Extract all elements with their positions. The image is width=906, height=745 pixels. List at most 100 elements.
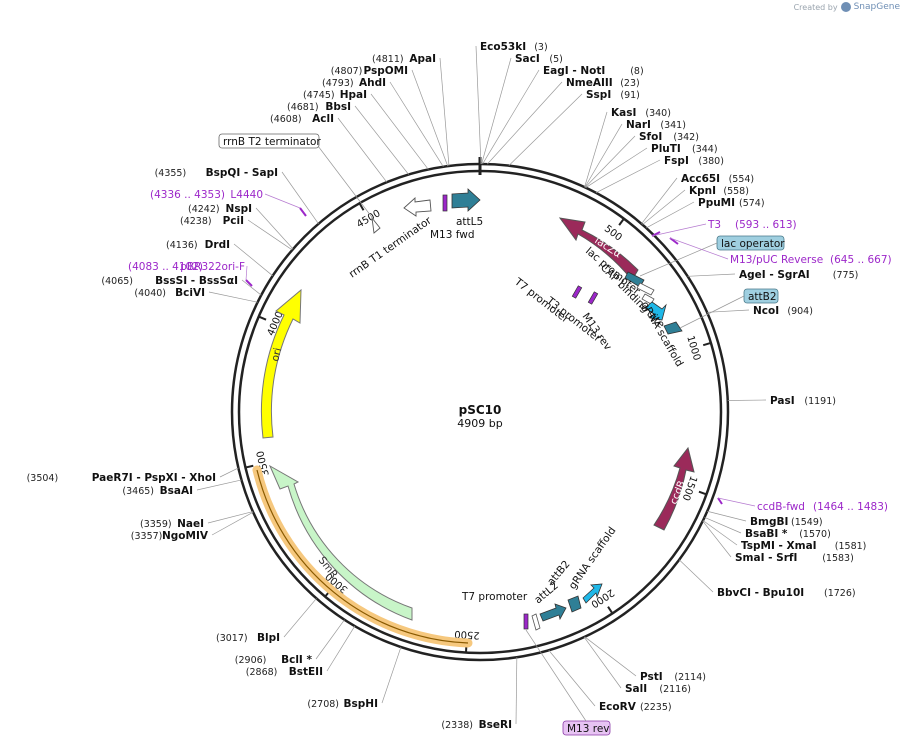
site-position: (5) [549, 54, 562, 65]
site-ncoi[interactable]: NcoI(904) [753, 305, 813, 317]
lac-operator-box[interactable]: lac operator [639, 235, 785, 277]
brand-text: SnapGene [853, 2, 900, 12]
site-bsssi[interactable]: BssSI - BssSαI(4065) [101, 275, 238, 287]
site-bcli[interactable]: BclI *(2906) [235, 654, 313, 666]
primer-t3[interactable]: T3(593 .. 613) [651, 219, 797, 237]
site-fspi[interactable]: FspI(380) [664, 155, 724, 167]
attl5-feature[interactable] [451, 188, 481, 212]
rrnb-t2-marker[interactable] [371, 216, 381, 234]
tick-label-1000: 1000 [684, 334, 702, 362]
t7-promoter-2-marker[interactable] [523, 613, 529, 630]
site-position: (1583) [822, 553, 854, 564]
site-bbvci[interactable]: BbvCI - Bpu10I(1726) [717, 587, 856, 599]
site-smai[interactable]: SmaI - SrfI (1583) [735, 552, 854, 564]
primer-name: T3 [707, 219, 721, 231]
attb2-box-label: attB2 [748, 291, 777, 303]
site-sfoi[interactable]: SfoI(342) [639, 131, 699, 143]
site-leaders [196, 45, 767, 725]
site-drdi[interactable]: DrdI(4136) [166, 239, 230, 251]
ori-feature[interactable] [260, 288, 302, 439]
site-pasi[interactable]: PasI(1191) [770, 395, 836, 407]
site-name: NcoI [753, 305, 779, 317]
site-pspomi[interactable]: PspOMI(4807) [331, 65, 408, 77]
site-position: (4745) [303, 90, 335, 101]
site-hpai[interactable]: HpaI (4745) [303, 89, 367, 101]
m13-fwd-marker[interactable] [442, 194, 448, 212]
grna-scaffold-1-feature[interactable] [644, 301, 667, 321]
site-nmeaiii[interactable]: NmeAIII(23) [566, 77, 640, 89]
site-position: (2708) [307, 699, 339, 710]
site-name: AgeI - SgrAI [739, 269, 810, 281]
site-tspmi[interactable]: TspMI - XmaI(1581) [741, 540, 866, 552]
site-position: (4807) [331, 66, 363, 77]
site-bseri[interactable]: BseRI(2338) [441, 719, 512, 731]
lac-promoter-marker[interactable] [636, 282, 655, 296]
site-bbsi[interactable]: BbsI(4681) [287, 101, 351, 113]
site-ahdi[interactable]: AhdI(4793) [322, 77, 386, 89]
site-position: (4242) [188, 204, 220, 215]
site-ngomiv[interactable]: NgoMIV(3357) [131, 530, 209, 542]
site-eagi[interactable]: EagI - NotI(8) [543, 65, 644, 77]
site-position: (4040) [134, 288, 166, 299]
smr-feature[interactable] [268, 464, 413, 621]
site-naei[interactable]: NaeI(3359) [140, 518, 204, 530]
primer-pbr322ori-f[interactable]: pBR322ori-F(4083 .. 4102) [128, 261, 253, 287]
attb2-marker[interactable] [663, 321, 683, 335]
site-agei[interactable]: AgeI - SgrAI(775) [739, 269, 858, 281]
m13-rev-box[interactable]: M13 rev [525, 629, 611, 736]
site-nari[interactable]: NarI(341) [626, 119, 686, 131]
tick-1000 [702, 342, 711, 347]
site-sali[interactable]: SalI(2116) [625, 683, 691, 695]
site-nspi[interactable]: NspI(4242) [188, 203, 252, 215]
primer-name: M13/pUC Reverse [730, 254, 823, 266]
ccdb-feature[interactable] [653, 446, 695, 531]
site-bsteii[interactable]: BstEII(2868) [246, 666, 323, 678]
site-acli[interactable]: AclI(4608) [270, 113, 334, 125]
site-name: HpaI [340, 89, 367, 101]
site-sspi[interactable]: SspI(91) [586, 89, 640, 101]
site-name: KasI [611, 107, 636, 119]
attl2-feature[interactable] [539, 603, 567, 622]
site-position: (554) [729, 174, 755, 185]
attb2-inner-feature[interactable] [567, 595, 582, 613]
site-name: BseRI [479, 719, 512, 731]
site-bsabi[interactable]: BsaBI *(1570) [745, 528, 831, 540]
site-kpni[interactable]: KpnI(558) [689, 185, 749, 197]
site-bspqi[interactable]: BspQI - SapI(4355) [155, 167, 278, 179]
site-name: TspMI - XmaI [741, 540, 817, 552]
primer-l4440[interactable]: L4440(4336 .. 4353) [150, 189, 307, 217]
site-position: (4608) [270, 114, 302, 125]
lacza-feature[interactable] [558, 217, 639, 281]
grna-scaffold-2-feature[interactable] [582, 583, 603, 604]
site-blpi[interactable]: BlpI(3017) [216, 632, 280, 644]
snapgene-logo-icon [840, 2, 851, 12]
site-eco53ki[interactable]: Eco53kI(3) [480, 41, 548, 53]
t7-promoter-2-feature[interactable] [531, 613, 541, 631]
site-pcii[interactable]: PciI(4238) [180, 215, 244, 227]
site-bcivi[interactable]: BciVI(4040) [134, 287, 205, 299]
snapgene-credit: Created by SnapGene [794, 2, 900, 12]
rrnb-t1-feature[interactable] [403, 196, 432, 217]
site-paer7i[interactable]: PaeR7I - PspXI - XhoI(3504) [27, 472, 216, 484]
site-saci[interactable]: SacI(5) [515, 53, 563, 65]
site-name: ApaI [409, 53, 436, 65]
site-kasi[interactable]: KasI(340) [611, 107, 671, 119]
rrnb-t2-box[interactable]: rrnB T2 terminator [218, 133, 375, 221]
site-ecorv[interactable]: EcoRV(2235) [599, 701, 672, 713]
site-bsphi[interactable]: BspHI(2708) [307, 698, 378, 710]
primer-ccdb-fwd[interactable]: ccdB-fwd(1464 .. 1483) [717, 497, 888, 513]
site-pluti[interactable]: PluTI(344) [651, 143, 718, 155]
site-bsaai[interactable]: BsaAI(3465) [122, 485, 193, 497]
site-name: SmaI - SrfI [735, 552, 797, 564]
attb2-box[interactable]: attB2 [679, 288, 779, 329]
site-apai[interactable]: ApaI(4811) [372, 53, 436, 65]
tick-2000 [607, 606, 613, 614]
site-ppumi[interactable]: PpuMI(574) [698, 197, 765, 209]
site-acc65i[interactable]: Acc65I(554) [681, 173, 754, 185]
site-psti[interactable]: PstI(2114) [640, 671, 706, 683]
primer-m13-puc-reverse[interactable]: M13/pUC Reverse(645 .. 667) [669, 237, 892, 266]
t3-promoter-marker[interactable] [571, 285, 583, 299]
site-name: NaeI [177, 518, 204, 530]
site-bmgbi[interactable]: BmgBI(1549) [750, 516, 823, 528]
m13-rev-inner-marker[interactable] [587, 291, 599, 305]
